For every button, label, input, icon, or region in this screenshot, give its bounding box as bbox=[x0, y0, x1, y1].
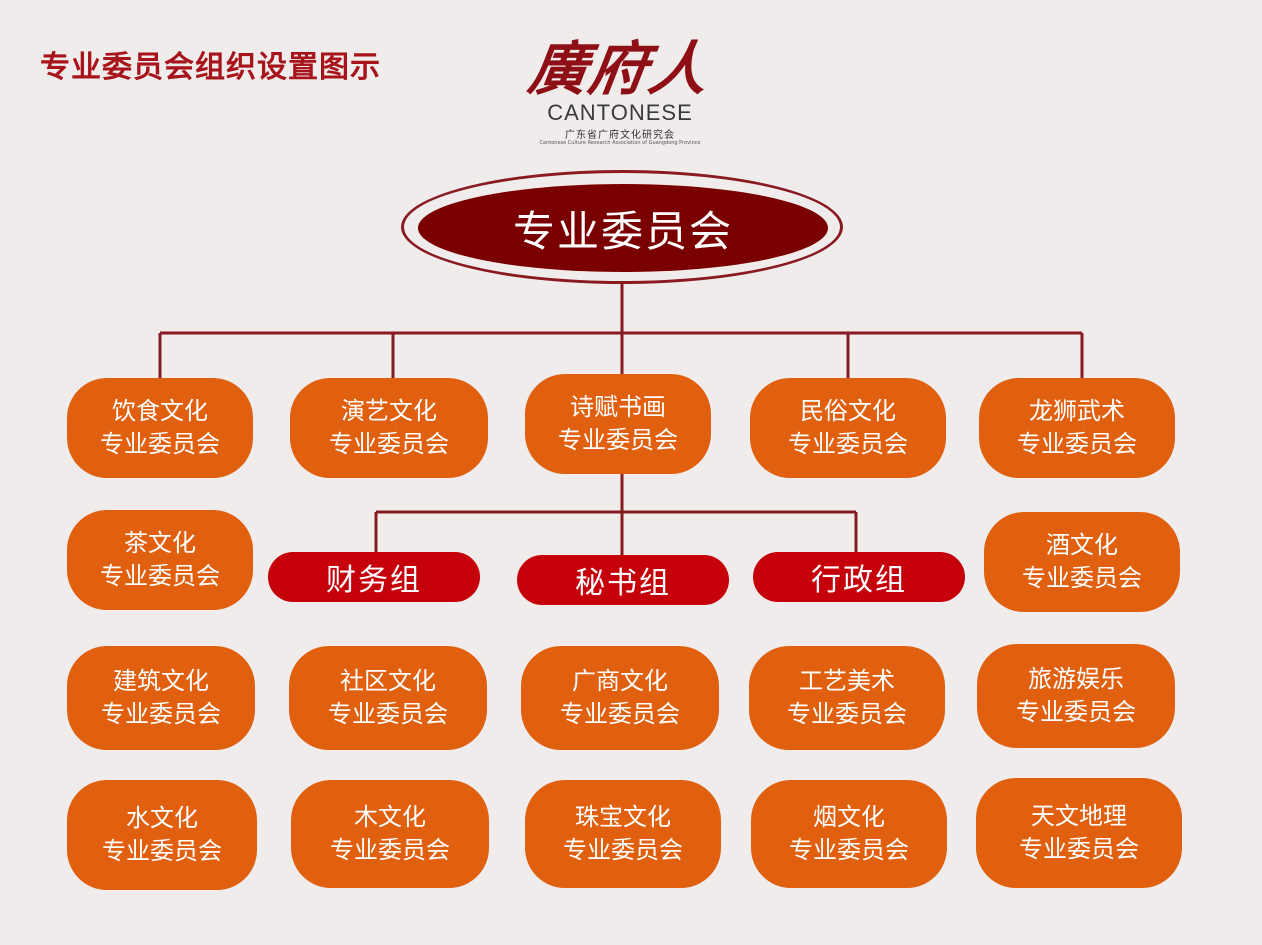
committee-name: 水文化 bbox=[126, 804, 198, 832]
committee-node: 珠宝文化 专业委员会 bbox=[525, 780, 721, 888]
committee-name: 饮食文化 bbox=[112, 397, 208, 425]
root-node-ring bbox=[401, 170, 843, 284]
committee-node: 烟文化 专业委员会 bbox=[751, 780, 947, 888]
committee-node: 工艺美术 专业委员会 bbox=[749, 646, 945, 750]
committee-suffix: 专业委员会 bbox=[563, 836, 683, 864]
committee-node: 饮食文化 专业委员会 bbox=[67, 378, 253, 478]
committee-suffix: 专业委员会 bbox=[560, 700, 680, 728]
committee-node: 木文化 专业委员会 bbox=[291, 780, 489, 888]
committee-name: 龙狮武术 bbox=[1029, 397, 1125, 425]
committee-node: 民俗文化 专业委员会 bbox=[750, 378, 946, 478]
committee-suffix: 专业委员会 bbox=[102, 837, 222, 865]
committee-suffix: 专业委员会 bbox=[1017, 430, 1137, 458]
committee-name: 建筑文化 bbox=[113, 667, 209, 695]
group-finance: 财务组 bbox=[268, 552, 480, 602]
committee-suffix: 专业委员会 bbox=[1019, 835, 1139, 863]
committee-node: 诗赋书画 专业委员会 bbox=[525, 374, 711, 474]
committee-suffix: 专业委员会 bbox=[787, 700, 907, 728]
cantonese-logo: 廣府人 CANTONESE 广东省广府文化研究会 Cantonese Cultu… bbox=[505, 22, 735, 152]
committee-node: 水文化 专业委员会 bbox=[67, 780, 257, 890]
root-node: 专业委员会 bbox=[418, 184, 828, 272]
group-secretariat: 秘书组 bbox=[517, 555, 729, 605]
committee-name: 酒文化 bbox=[1046, 531, 1118, 559]
committee-suffix: 专业委员会 bbox=[100, 430, 220, 458]
committee-suffix: 专业委员会 bbox=[328, 700, 448, 728]
logo-english-subtitle: Cantonese Culture Research Association o… bbox=[539, 140, 701, 146]
committee-name: 诗赋书画 bbox=[570, 393, 666, 421]
committee-name: 茶文化 bbox=[124, 529, 196, 557]
committee-node: 酒文化 专业委员会 bbox=[984, 512, 1180, 612]
logo-chinese-subtitle: 广东省广府文化研究会 bbox=[565, 130, 675, 141]
committee-suffix: 专业委员会 bbox=[1016, 698, 1136, 726]
committee-name: 旅游娱乐 bbox=[1028, 665, 1124, 693]
logo-english-text: CANTONESE bbox=[547, 100, 693, 125]
committee-name: 民俗文化 bbox=[800, 397, 896, 425]
committee-name: 木文化 bbox=[354, 803, 426, 831]
committee-name: 烟文化 bbox=[813, 803, 885, 831]
committee-name: 工艺美术 bbox=[799, 667, 895, 695]
committee-node: 演艺文化 专业委员会 bbox=[290, 378, 488, 478]
committee-suffix: 专业委员会 bbox=[101, 700, 221, 728]
committee-name: 演艺文化 bbox=[341, 397, 437, 425]
committee-suffix: 专业委员会 bbox=[100, 562, 220, 590]
committee-node: 龙狮武术 专业委员会 bbox=[979, 378, 1175, 478]
committee-node: 旅游娱乐 专业委员会 bbox=[977, 644, 1175, 748]
committee-name: 珠宝文化 bbox=[575, 803, 671, 831]
committee-node: 建筑文化 专业委员会 bbox=[67, 646, 255, 750]
committee-suffix: 专业委员会 bbox=[788, 430, 908, 458]
committee-node: 天文地理 专业委员会 bbox=[976, 778, 1182, 888]
committee-name: 社区文化 bbox=[340, 667, 436, 695]
committee-suffix: 专业委员会 bbox=[558, 426, 678, 454]
committee-node: 广商文化 专业委员会 bbox=[521, 646, 719, 750]
group-administration: 行政组 bbox=[753, 552, 965, 602]
committee-suffix: 专业委员会 bbox=[1022, 564, 1142, 592]
committee-suffix: 专业委员会 bbox=[329, 430, 449, 458]
committee-name: 广商文化 bbox=[572, 667, 668, 695]
page-title: 专业委员会组织设置图示 bbox=[40, 50, 381, 85]
committee-suffix: 专业委员会 bbox=[330, 836, 450, 864]
committee-suffix: 专业委员会 bbox=[789, 836, 909, 864]
committee-node: 茶文化 专业委员会 bbox=[67, 510, 253, 610]
committee-node: 社区文化 专业委员会 bbox=[289, 646, 487, 750]
committee-name: 天文地理 bbox=[1031, 802, 1127, 830]
